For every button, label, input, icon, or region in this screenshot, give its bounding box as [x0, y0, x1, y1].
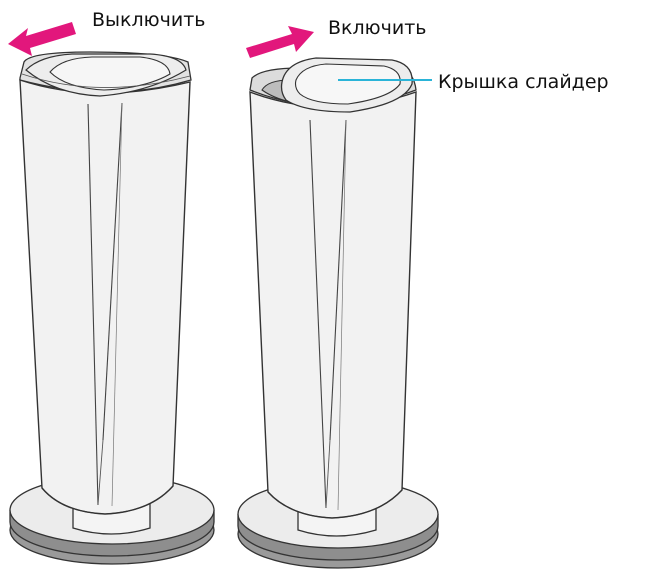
- right-speaker-body: [250, 92, 416, 518]
- slider-cover-label: Крышка слайдер: [438, 71, 609, 93]
- left-speaker-body: [20, 80, 190, 514]
- turn-off-label: Выключить: [92, 9, 206, 31]
- arrow-turn-on: [246, 26, 314, 58]
- turn-on-label: Включить: [328, 17, 427, 39]
- right-speaker: [238, 58, 438, 568]
- left-speaker: [10, 52, 214, 564]
- arrow-turn-off: [8, 22, 76, 56]
